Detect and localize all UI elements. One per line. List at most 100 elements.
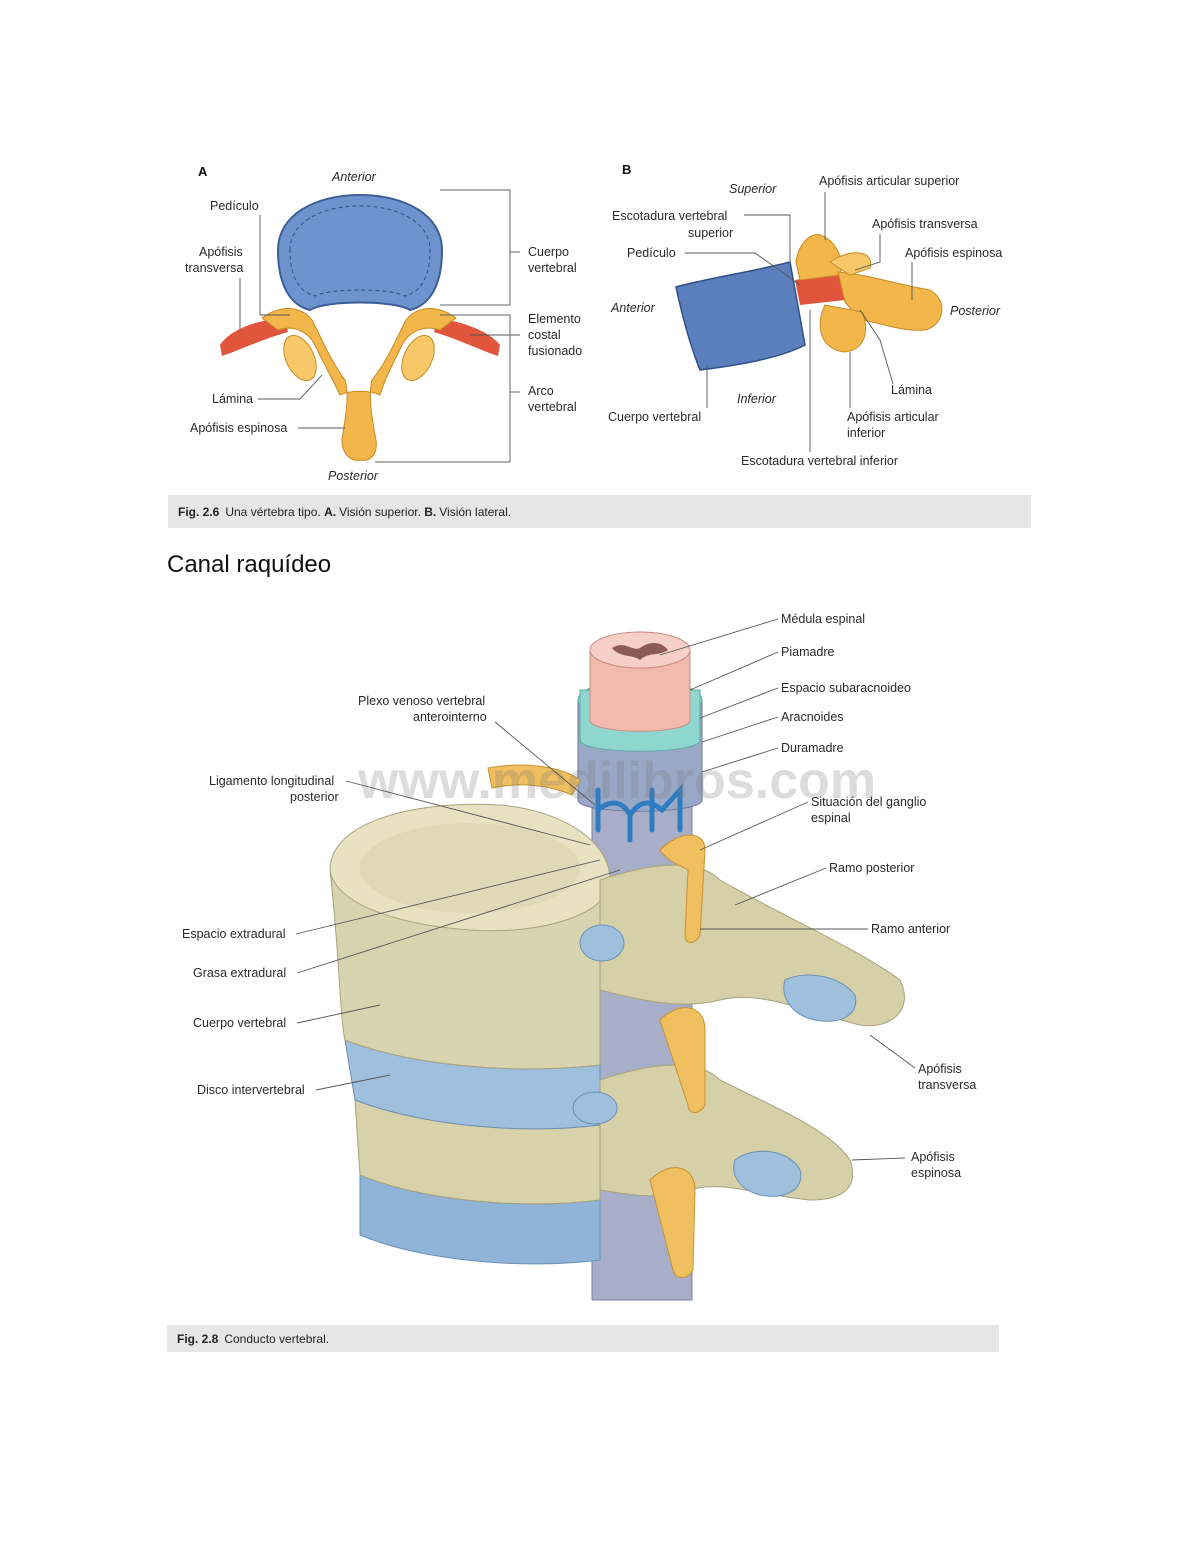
label-b-articular-inferior-1: Apófisis articular	[847, 410, 939, 424]
endplate-texture	[360, 823, 580, 913]
label-ramo-anterior: Ramo anterior	[871, 922, 950, 936]
label-anterior: Anterior	[331, 170, 377, 184]
costal-element-left	[220, 318, 288, 356]
lateral-transverse	[829, 252, 872, 276]
label-apofisis-transversa-1: Apófisis	[918, 1062, 962, 1076]
label-b-escotadura-superior-2: superior	[688, 226, 733, 240]
lateral-body	[675, 261, 806, 371]
costal-element-right	[434, 318, 500, 356]
label-elemento-costal-1: Elemento	[528, 312, 581, 326]
intervertebral-foramen-1	[579, 924, 625, 962]
nerve-upper	[659, 834, 706, 943]
label-apofisis-transversa-1: Apófisis	[199, 245, 243, 259]
vertebral-body	[276, 193, 444, 312]
panel-b-letter: B	[622, 162, 631, 177]
label-espacio-extradural: Espacio extradural	[182, 927, 286, 941]
venous-plexus	[595, 783, 683, 843]
label-espacio-subaracnoideo: Espacio subaracnoideo	[781, 681, 911, 695]
label-b-articular-superior: Apófisis articular superior	[819, 174, 959, 188]
panel-a-letter: A	[198, 164, 208, 179]
label-aracnoides: Aracnoides	[781, 710, 844, 724]
dura-top	[577, 679, 703, 721]
caption-2-6-number: Fig. 2.6	[178, 504, 220, 519]
label-arco-vertebral-1: Arco	[528, 384, 554, 398]
label-b-inferior: Inferior	[737, 392, 777, 406]
caption-2-8-text: Conducto vertebral.	[224, 1331, 330, 1346]
posterior-elements-lower	[599, 1064, 854, 1201]
label-elemento-costal-2: costal	[528, 328, 561, 342]
vertebra-lateral-view	[675, 234, 943, 371]
vertebra-superior-view	[220, 193, 500, 461]
label-b-apofisis-transversa: Apófisis transversa	[872, 217, 978, 231]
label-b-anterior: Anterior	[610, 301, 656, 315]
figure-2-6-caption: Fig. 2.6 Una vértebra tipo. A. Visión su…	[168, 495, 1031, 528]
label-posterior: Posterior	[328, 469, 379, 483]
label-b-apofisis-espinosa: Apófisis espinosa	[905, 246, 1002, 260]
dural-sac	[591, 759, 693, 1301]
label-duramadre: Duramadre	[781, 741, 844, 755]
watermark: www.medilibros.com	[357, 752, 876, 810]
figure-2-6: A Anterior Posterior Pedículo Apófisis t…	[185, 162, 1002, 483]
label-ligamento-1: Ligamento longitudinal	[209, 774, 334, 788]
label-cuerpo-vertebral-2: vertebral	[528, 261, 577, 275]
inferior-facet-right	[401, 334, 435, 382]
label-b-escotadura-superior-1: Escotadura vertebral	[612, 209, 727, 223]
vertebral-column-illustration	[329, 631, 905, 1301]
body-lower	[354, 1099, 601, 1205]
label-elemento-costal-3: fusionado	[528, 344, 582, 358]
caption-2-6-b-letter: B.	[424, 504, 437, 519]
spinal-cord-top	[589, 631, 691, 669]
lateral-articular-superior	[795, 234, 842, 281]
label-apofisis-espinosa-2: espinosa	[911, 1166, 961, 1180]
transverse-process-facet-1	[783, 974, 857, 1022]
label-pediculo: Pedículo	[210, 199, 259, 213]
label-apofisis-espinosa-1: Apófisis	[911, 1150, 955, 1164]
label-ramo-posterior: Ramo posterior	[829, 861, 914, 875]
label-b-superior: Superior	[729, 182, 777, 196]
label-b-posterior: Posterior	[950, 304, 1001, 318]
intervertebral-foramen-2	[572, 1091, 618, 1125]
label-apofisis-transversa-2: transversa	[918, 1078, 976, 1092]
label-ganglio-1: Situación del ganglio	[811, 795, 926, 809]
label-cuerpo-vertebral: Cuerpo vertebral	[193, 1016, 286, 1030]
label-medula-espinal: Médula espinal	[781, 612, 865, 626]
nerve-rootlet-top	[487, 764, 581, 796]
spinous-process-facet	[733, 1150, 802, 1197]
caption-2-8-number: Fig. 2.8	[177, 1331, 219, 1346]
label-b-pediculo: Pedículo	[627, 246, 676, 260]
endplate-top	[329, 803, 611, 932]
label-b-escotadura-inferior: Escotadura vertebral inferior	[741, 454, 898, 468]
body-upper	[329, 869, 601, 1070]
spinal-cord	[589, 649, 691, 732]
disc-middle	[344, 1039, 601, 1130]
label-grasa-extradural: Grasa extradural	[193, 966, 286, 980]
label-plexo-1: Plexo venoso vertebral	[358, 694, 485, 708]
arachnoid-layer	[579, 689, 701, 752]
label-piamadre: Piamadre	[781, 645, 835, 659]
caption-2-6-b-text: Visión lateral.	[439, 504, 512, 519]
label-plexo-2: anterointerno	[413, 710, 487, 724]
caption-2-6-a-letter: A.	[324, 504, 337, 519]
gray-matter	[612, 643, 668, 660]
lateral-pedicle	[795, 272, 845, 305]
posterior-elements-upper	[599, 864, 905, 1027]
figure-2-8-caption: Fig. 2.8 Conducto vertebral.	[167, 1325, 999, 1352]
label-disco-intervertebral: Disco intervertebral	[197, 1083, 305, 1097]
caption-2-6-a-text: Visión superior.	[339, 504, 421, 519]
section-heading: Canal raquídeo	[167, 551, 332, 578]
label-cuerpo-vertebral-1: Cuerpo	[528, 245, 569, 259]
nerve-middle	[659, 1007, 706, 1113]
caption-2-6-text: Una vértebra tipo.	[225, 504, 321, 519]
label-ligamento-2: posterior	[290, 790, 339, 804]
disc-lower	[359, 1174, 601, 1265]
lateral-articular-inferior	[819, 304, 867, 353]
label-b-articular-inferior-2: inferior	[847, 426, 885, 440]
label-arco-vertebral-2: vertebral	[528, 400, 577, 414]
nerve-lower	[649, 1167, 696, 1278]
label-b-cuerpo-vertebral: Cuerpo vertebral	[608, 410, 701, 424]
dura-layer	[577, 699, 703, 812]
vertebral-arch	[261, 308, 457, 461]
label-b-lamina: Lámina	[891, 383, 932, 397]
inferior-facet-left	[283, 334, 317, 382]
label-apofisis-espinosa: Apófisis espinosa	[190, 421, 287, 435]
